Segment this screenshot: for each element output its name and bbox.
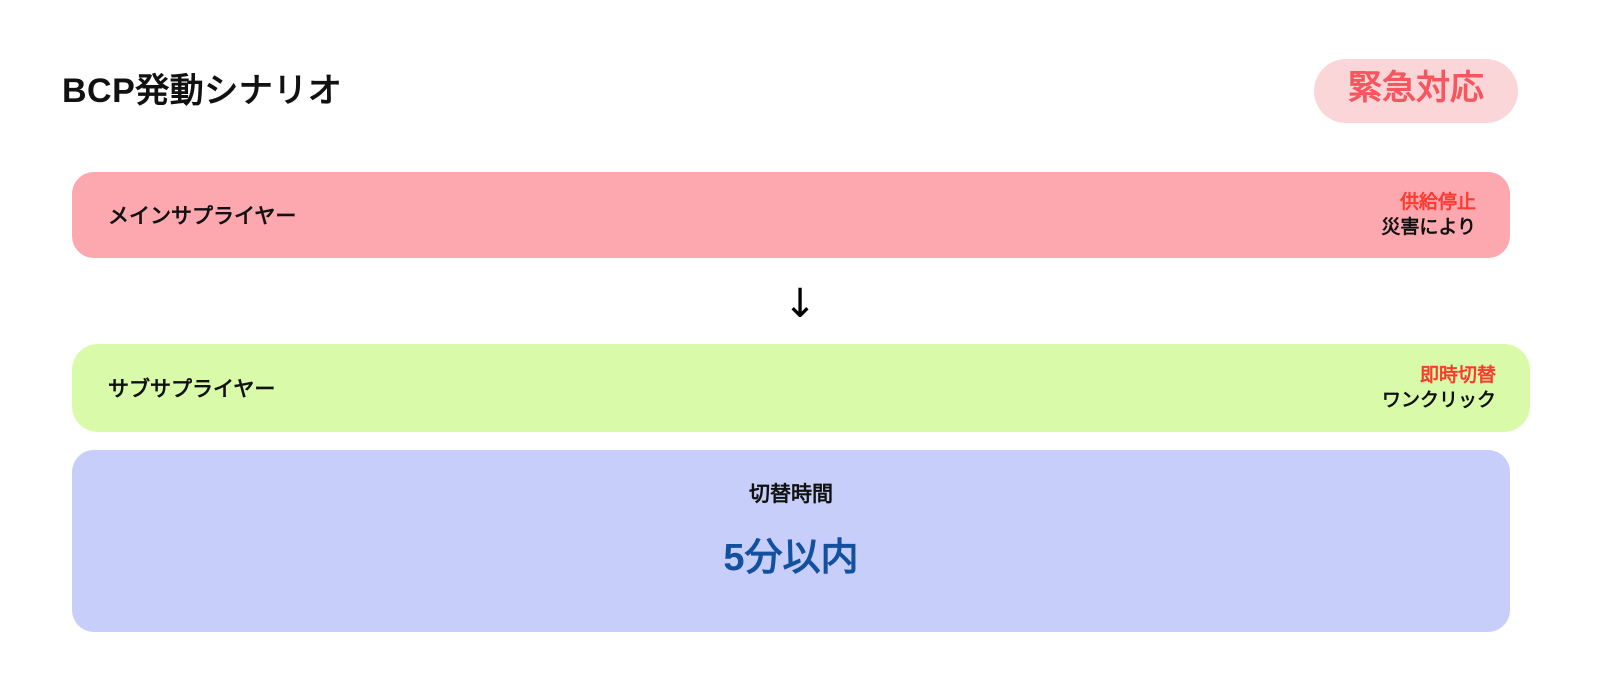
- sub-supplier-status: 即時切替: [1419, 364, 1496, 386]
- main-supplier-status: 供給停止: [1399, 191, 1476, 213]
- switch-time-panel: 切替時間 5分以内: [72, 450, 1510, 632]
- sub-supplier-meta: 即時切替 ワンクリック: [1382, 363, 1496, 413]
- main-supplier-row: メインサプライヤー 供給停止 災害により: [72, 172, 1510, 258]
- main-supplier-label: メインサプライヤー: [108, 205, 297, 228]
- sub-supplier-note: ワンクリック: [1381, 390, 1496, 411]
- page-title: BCP発動シナリオ: [62, 72, 343, 110]
- arrow-down-icon: ↓: [783, 281, 817, 327]
- sub-supplier-row: サブサプライヤー 即時切替 ワンクリック: [72, 344, 1530, 432]
- switch-time-value: 5分以内: [723, 536, 859, 579]
- flow-arrow: ↓: [0, 272, 1600, 336]
- status-badge: 緊急対応: [1314, 59, 1518, 123]
- header: BCP発動シナリオ 緊急対応: [62, 56, 1518, 126]
- sub-supplier-label: サブサプライヤー: [108, 378, 276, 401]
- main-supplier-meta: 供給停止 災害により: [1381, 190, 1476, 240]
- main-supplier-note: 災害により: [1381, 217, 1476, 238]
- switch-time-label: 切替時間: [749, 482, 833, 506]
